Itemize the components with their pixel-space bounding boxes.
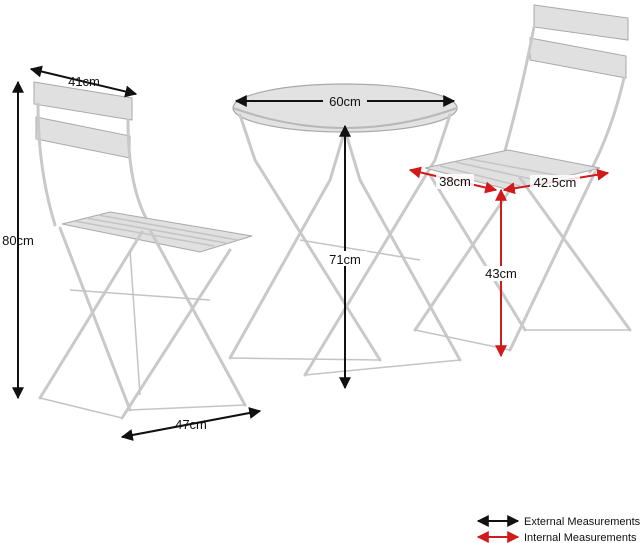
seat-depth-dimension: 38cm	[408, 166, 498, 194]
legend-external-label: External Measurements	[524, 516, 640, 528]
seat-height-dimension: 43cm	[482, 188, 522, 358]
seat-width-label: 42.5cm	[534, 175, 577, 190]
table-diameter-label: 60cm	[329, 94, 361, 109]
seat-depth-label: 38cm	[439, 174, 471, 189]
right-chair-leg	[413, 188, 512, 332]
left-chair-depth-dimension: 47cm	[120, 407, 262, 441]
left-chair-leg	[58, 226, 132, 412]
table-leg	[238, 113, 382, 362]
left-chair-back-slat-bottom	[35, 116, 131, 159]
left-chair-depth-label: 47cm	[175, 417, 207, 432]
table-diameter-dimension: 60cm	[234, 93, 456, 109]
left-chair-back-post-left	[36, 102, 57, 227]
right-chair-leg	[518, 176, 632, 332]
table-height-label: 71cm	[329, 252, 361, 267]
right-chair-leg	[508, 170, 597, 352]
right-chair-back-slat-top	[533, 4, 629, 41]
left-chair-width-dimension: 41cm	[29, 65, 138, 98]
left-chair-height-label: 80cm	[2, 233, 34, 248]
left-chair-leg	[38, 230, 144, 400]
left-chair-leg	[148, 228, 247, 407]
left-chair-height-dimension: 80cm	[2, 80, 34, 400]
seat-height-label: 43cm	[485, 266, 517, 281]
legend-internal-label: Internal Measurements	[524, 532, 637, 543]
right-chair-back-slat-bottom	[529, 37, 627, 79]
right-chair-back-post-left	[498, 25, 536, 170]
right-chair-leg	[428, 173, 527, 332]
table-height-dimension: 71cm	[325, 124, 367, 390]
legend: External Measurements Internal Measureme…	[476, 515, 640, 543]
left-chair	[33, 81, 253, 420]
seat-width-dimension: 42.5cm	[502, 168, 610, 195]
right-chair-back-post-right	[588, 76, 626, 174]
left-chair-width-label: 41cm	[68, 74, 100, 89]
left-chair-back-post-right	[126, 118, 152, 227]
